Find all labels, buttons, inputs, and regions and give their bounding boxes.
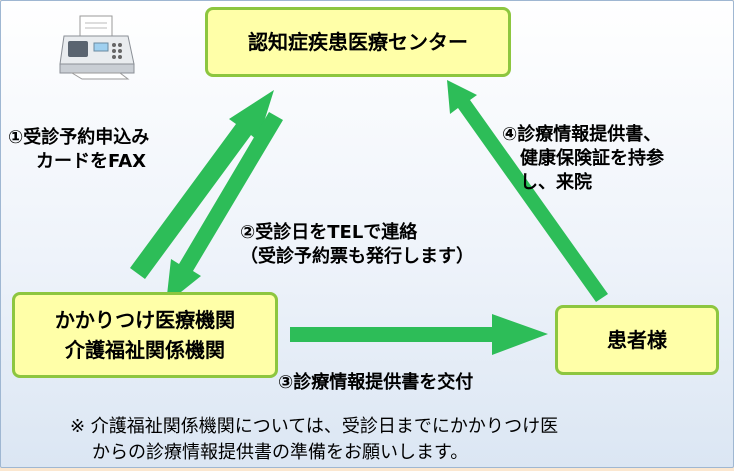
step1-label-line1: ①受診予約申込み (8, 127, 150, 148)
dementia-center-node: 認知症疾患医療センター (205, 7, 511, 77)
fax-machine-icon (59, 15, 135, 80)
patient-label: 患者様 (607, 328, 667, 352)
arrow-step4 (447, 80, 608, 302)
footnote-line1: ※ 介護福祉関係機関については、受診日までにかかりつけ医 (70, 416, 559, 437)
step2-label: ②受診日をTELで連絡 （受診予約票も発行します） (240, 221, 474, 269)
step4-label-line3: し、来院 (520, 172, 592, 193)
step1-label-line2: カードをFAX (36, 151, 147, 172)
arrow-step1 (130, 90, 274, 279)
footnote: ※ 介護福祉関係機関については、受診日までにかかりつけ医 からの診療情報提供書の… (70, 414, 558, 466)
clinic-label-line1: かかりつけ医療機関 (54, 308, 236, 332)
clinic-label-line2: 介護福祉関係機関 (65, 338, 225, 362)
step4-label: ④診療情報提供書、 健康保険証を持参 し、来院 (502, 123, 664, 195)
step4-label-line2: 健康保険証を持参 (520, 148, 664, 169)
patient-node: 患者様 (555, 305, 719, 375)
arrow-step3 (290, 314, 548, 355)
step2-label-line1: ②受診日をTELで連絡 (240, 222, 418, 243)
dementia-center-label: 認知症疾患医療センター (248, 30, 468, 54)
clinic-node: かかりつけ医療機関 介護福祉関係機関 (12, 292, 278, 378)
step4-label-line1: ④診療情報提供書、 (502, 124, 662, 145)
arrow-step2 (166, 112, 283, 304)
step3-label: ③診療情報提供書を交付 (278, 372, 474, 393)
step1-label: ①受診予約申込み カードをFAX (8, 126, 149, 174)
step2-label-line2: （受診予約票も発行します） (240, 246, 474, 267)
footnote-line2: からの診療情報提供書の準備をお願いします。 (92, 442, 469, 463)
